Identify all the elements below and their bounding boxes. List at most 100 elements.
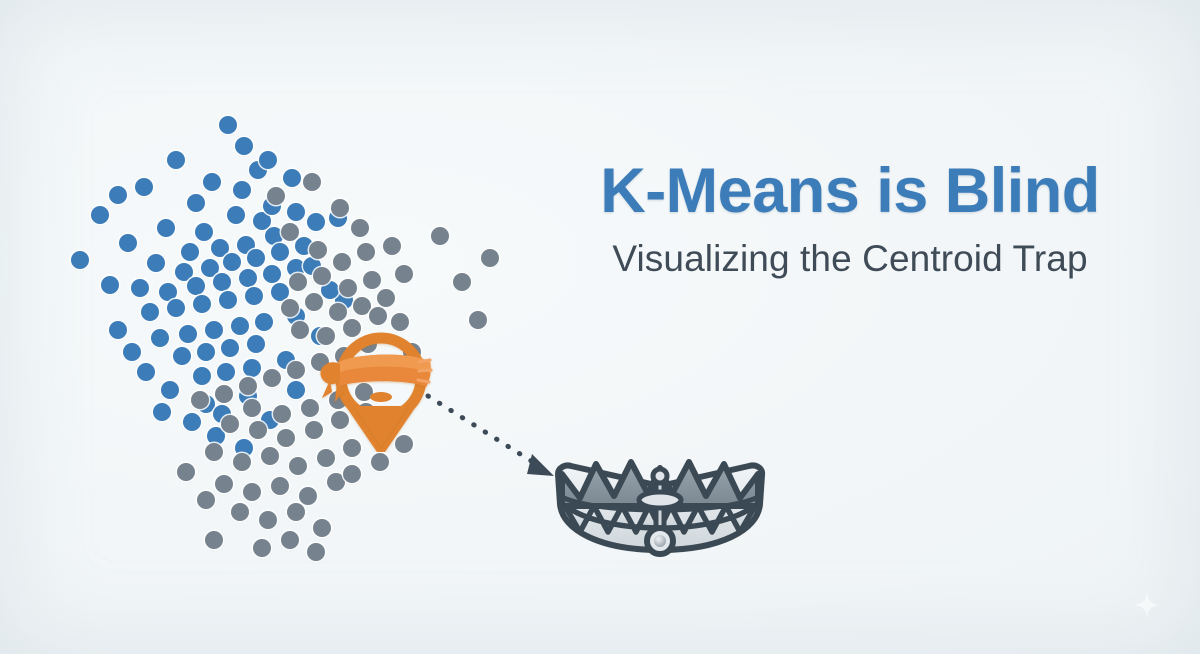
scatter-dot-blue [135,178,153,196]
scatter-dot-gray [215,385,233,403]
scatter-dot-blue [193,367,211,385]
scatter-dot-blue [231,317,249,335]
scatter-plot [0,0,560,654]
title-block: K-Means is Blind Visualizing the Centroi… [540,158,1160,281]
scatter-dot-blue [195,223,213,241]
scatter-dot-blue [157,219,175,237]
scatter-dot-blue [287,381,305,399]
scatter-dot-gray [369,307,387,325]
scatter-dot-gray [281,531,299,549]
scatter-dot-blue [123,343,141,361]
scatter-dot-blue [71,251,89,269]
scatter-dot-gray [355,383,373,401]
scatter-dot-gray [305,421,323,439]
scatter-dot-gray [239,377,257,395]
scatter-dot-blue [271,283,289,301]
scatter-dot-blue [147,254,165,272]
scatter-dot-gray [313,267,331,285]
scatter-dot-gray [339,279,357,297]
scatter-dot-gray [371,453,389,471]
scatter-dot-gray [261,447,279,465]
scatter-dot-gray [191,391,209,409]
scatter-dot-gray [243,483,261,501]
scatter-dot-blue [295,237,313,255]
scatter-dot-gray [259,511,277,529]
scatter-dot-gray [351,219,369,237]
scatter-dot-gray [299,487,317,505]
scatter-dot-gray [395,435,413,453]
scatter-dot-blue [183,413,201,431]
scatter-dot-gray [205,443,223,461]
scatter-dot-gray [289,273,307,291]
scatter-dot-blue [213,273,231,291]
scatter-dot-gray [205,531,223,549]
scatter-dot-blue [219,291,237,309]
scatter-dot-blue [119,234,137,252]
scatter-dot-gray [343,319,361,337]
scatter-dot-blue [271,243,289,261]
scatter-dot-blue [175,263,193,281]
scatter-dot-blue [159,283,177,301]
scatter-dot-gray [317,327,335,345]
scatter-dot-gray [231,503,249,521]
scatter-dot-gray [289,457,307,475]
scatter-dot-gray [327,473,345,491]
scatter-dot-blue [179,325,197,343]
scatter-dot-blue [187,194,205,212]
scatter-dot-gray [431,227,449,245]
bear-trap-icon [540,448,788,566]
scatter-dot-gray [281,299,299,317]
scatter-dot-gray [287,361,305,379]
scatter-dot-gray [391,313,409,331]
scatter-dot-blue [193,295,211,313]
scatter-dot-gray [331,411,349,429]
scatter-dot-blue [247,335,265,353]
scatter-dot-blue [253,212,271,230]
scatter-dot-blue [255,313,273,331]
scatter-dot-blue [259,151,277,169]
scatter-dot-gray [481,249,499,267]
scatter-dot-blue [287,259,305,277]
scatter-dot-blue [137,363,155,381]
scatter-dot-gray [329,303,347,321]
scatter-dot-blue [307,213,325,231]
scatter-dot-blue [109,321,127,339]
scatter-dot-gray [353,297,371,315]
scatter-dot-gray [383,237,401,255]
scatter-dot-gray [395,265,413,283]
scatter-dot-blue [239,269,257,287]
scatter-dot-blue [265,227,283,245]
scatter-dot-blue [247,249,265,267]
scatter-dot-blue [203,173,221,191]
scatter-dot-blue [173,347,191,365]
scatter-dot-gray [267,187,285,205]
scatter-dot-gray [333,253,351,271]
scatter-dot-gray [453,273,471,291]
scatter-dot-gray [303,173,321,191]
scatter-dot-blue [197,343,215,361]
scatter-dot-blue [151,329,169,347]
scatter-dot-gray [287,503,305,521]
scatter-dot-gray [313,519,331,537]
page-title: K-Means is Blind [600,156,1100,226]
scatter-dot-blue [211,239,229,257]
scatter-dot-blue [161,381,179,399]
scatter-dot-blue [321,281,339,299]
page-subtitle: Visualizing the Centroid Trap [612,238,1088,280]
scatter-dot-gray [215,475,233,493]
scatter-dot-blue [153,403,171,421]
scatter-dot-gray [277,429,295,447]
scatter-dot-gray [343,465,361,483]
scatter-dot-blue [131,279,149,297]
scatter-dot-blue [167,299,185,317]
scatter-dot-blue [167,151,185,169]
scatter-dot-gray [305,293,323,311]
scatter-dot-blue [109,186,127,204]
scatter-dot-gray [317,449,335,467]
scatter-dot-gray [233,453,251,471]
scatter-dot-blue [101,276,119,294]
scatter-dot-blue [201,259,219,277]
scatter-dot-blue [141,303,159,321]
scatter-dot-gray [243,399,261,417]
